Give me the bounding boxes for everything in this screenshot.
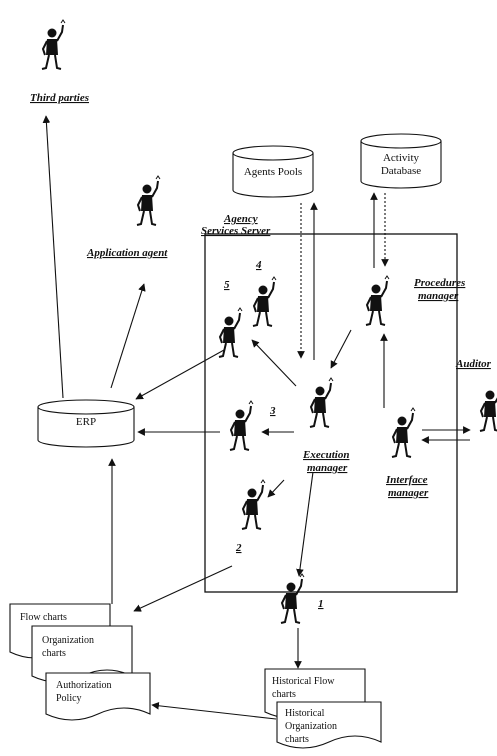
interface-manager-label-line2: manager bbox=[388, 487, 429, 499]
arrow-erp-to-application-agent bbox=[110, 283, 146, 389]
third-parties-agent-icon bbox=[41, 19, 66, 70]
historical-organization-charts-label-line1: Historical bbox=[285, 708, 325, 719]
organization-charts-label-line1: Organization bbox=[42, 635, 94, 646]
organization-charts-label-line2: charts bbox=[42, 648, 66, 659]
arrow-execution-to-agent5 bbox=[251, 339, 297, 387]
arrow-agent5-to-erp bbox=[135, 349, 225, 400]
arrow-erp-to-third-parties bbox=[42, 115, 64, 399]
activity-database: Activity Database bbox=[360, 133, 442, 189]
agency-services-server-frame bbox=[204, 233, 458, 593]
application-agent-icon bbox=[136, 175, 161, 226]
historical-organization-charts-document: Historical Organization charts bbox=[276, 701, 382, 749]
connector-arrows bbox=[42, 115, 471, 720]
third-parties-label: Third parties bbox=[30, 92, 89, 104]
server-title-line1: Agency bbox=[223, 213, 258, 225]
agent-2-icon bbox=[241, 479, 266, 530]
erp-database: ERP bbox=[37, 399, 135, 448]
arrow-execution-to-agent1 bbox=[296, 471, 314, 577]
execution-manager-agent-icon bbox=[309, 377, 334, 428]
auditor-agent-icon bbox=[479, 381, 497, 432]
arrow-procedures-to-execution bbox=[330, 329, 352, 369]
authorization-policy-document: Authorization Policy bbox=[45, 672, 151, 721]
application-agent-label: Application agent bbox=[86, 247, 168, 259]
arrow-agent2-to-flowcharts bbox=[133, 565, 233, 612]
agent-4-icon bbox=[252, 276, 277, 327]
interface-manager-label-line1: Interface bbox=[385, 474, 428, 486]
flow-charts-label: Flow charts bbox=[20, 612, 67, 623]
authorization-policy-label-line1: Authorization bbox=[56, 680, 112, 691]
agent-1-icon bbox=[280, 573, 305, 624]
execution-manager-label-line2: manager bbox=[307, 462, 348, 474]
historical-flow-charts-label-line1: Historical Flow bbox=[272, 676, 335, 687]
historical-organization-charts-label-line3: charts bbox=[285, 734, 309, 745]
interface-manager-agent-icon bbox=[391, 407, 416, 458]
agents-pools-label: Agents Pools bbox=[244, 166, 302, 178]
historical-organization-charts-label-line2: Organization bbox=[285, 721, 337, 732]
authorization-policy-label-line2: Policy bbox=[56, 693, 82, 704]
erp-label: ERP bbox=[76, 416, 96, 428]
execution-manager-label-line1: Execution bbox=[302, 449, 349, 461]
arrow-execution-to-agent2 bbox=[267, 479, 285, 498]
procedures-manager-label-line2: manager bbox=[418, 290, 459, 302]
agent-number-5: 5 bbox=[224, 279, 230, 291]
procedures-manager-label-line1: Procedures bbox=[414, 277, 465, 289]
auditor-label: Auditor bbox=[455, 358, 492, 370]
server-title-line2: Services Server bbox=[201, 225, 271, 237]
agent-number-3: 3 bbox=[269, 405, 276, 417]
procedures-manager-agent-icon bbox=[365, 275, 390, 326]
arrow-historical-to-authorization bbox=[151, 701, 277, 720]
agent-number-2: 2 bbox=[235, 542, 242, 554]
agent-3-icon bbox=[229, 400, 254, 451]
agent-number-4: 4 bbox=[255, 259, 262, 271]
historical-flow-charts-label-line2: charts bbox=[272, 689, 296, 700]
activity-database-label-line1: Activity bbox=[383, 152, 420, 164]
agent-number-1: 1 bbox=[318, 598, 324, 610]
activity-database-label-line2: Database bbox=[381, 165, 421, 177]
agents-pools-database: Agents Pools bbox=[232, 145, 314, 198]
agent-5-icon bbox=[218, 307, 243, 358]
